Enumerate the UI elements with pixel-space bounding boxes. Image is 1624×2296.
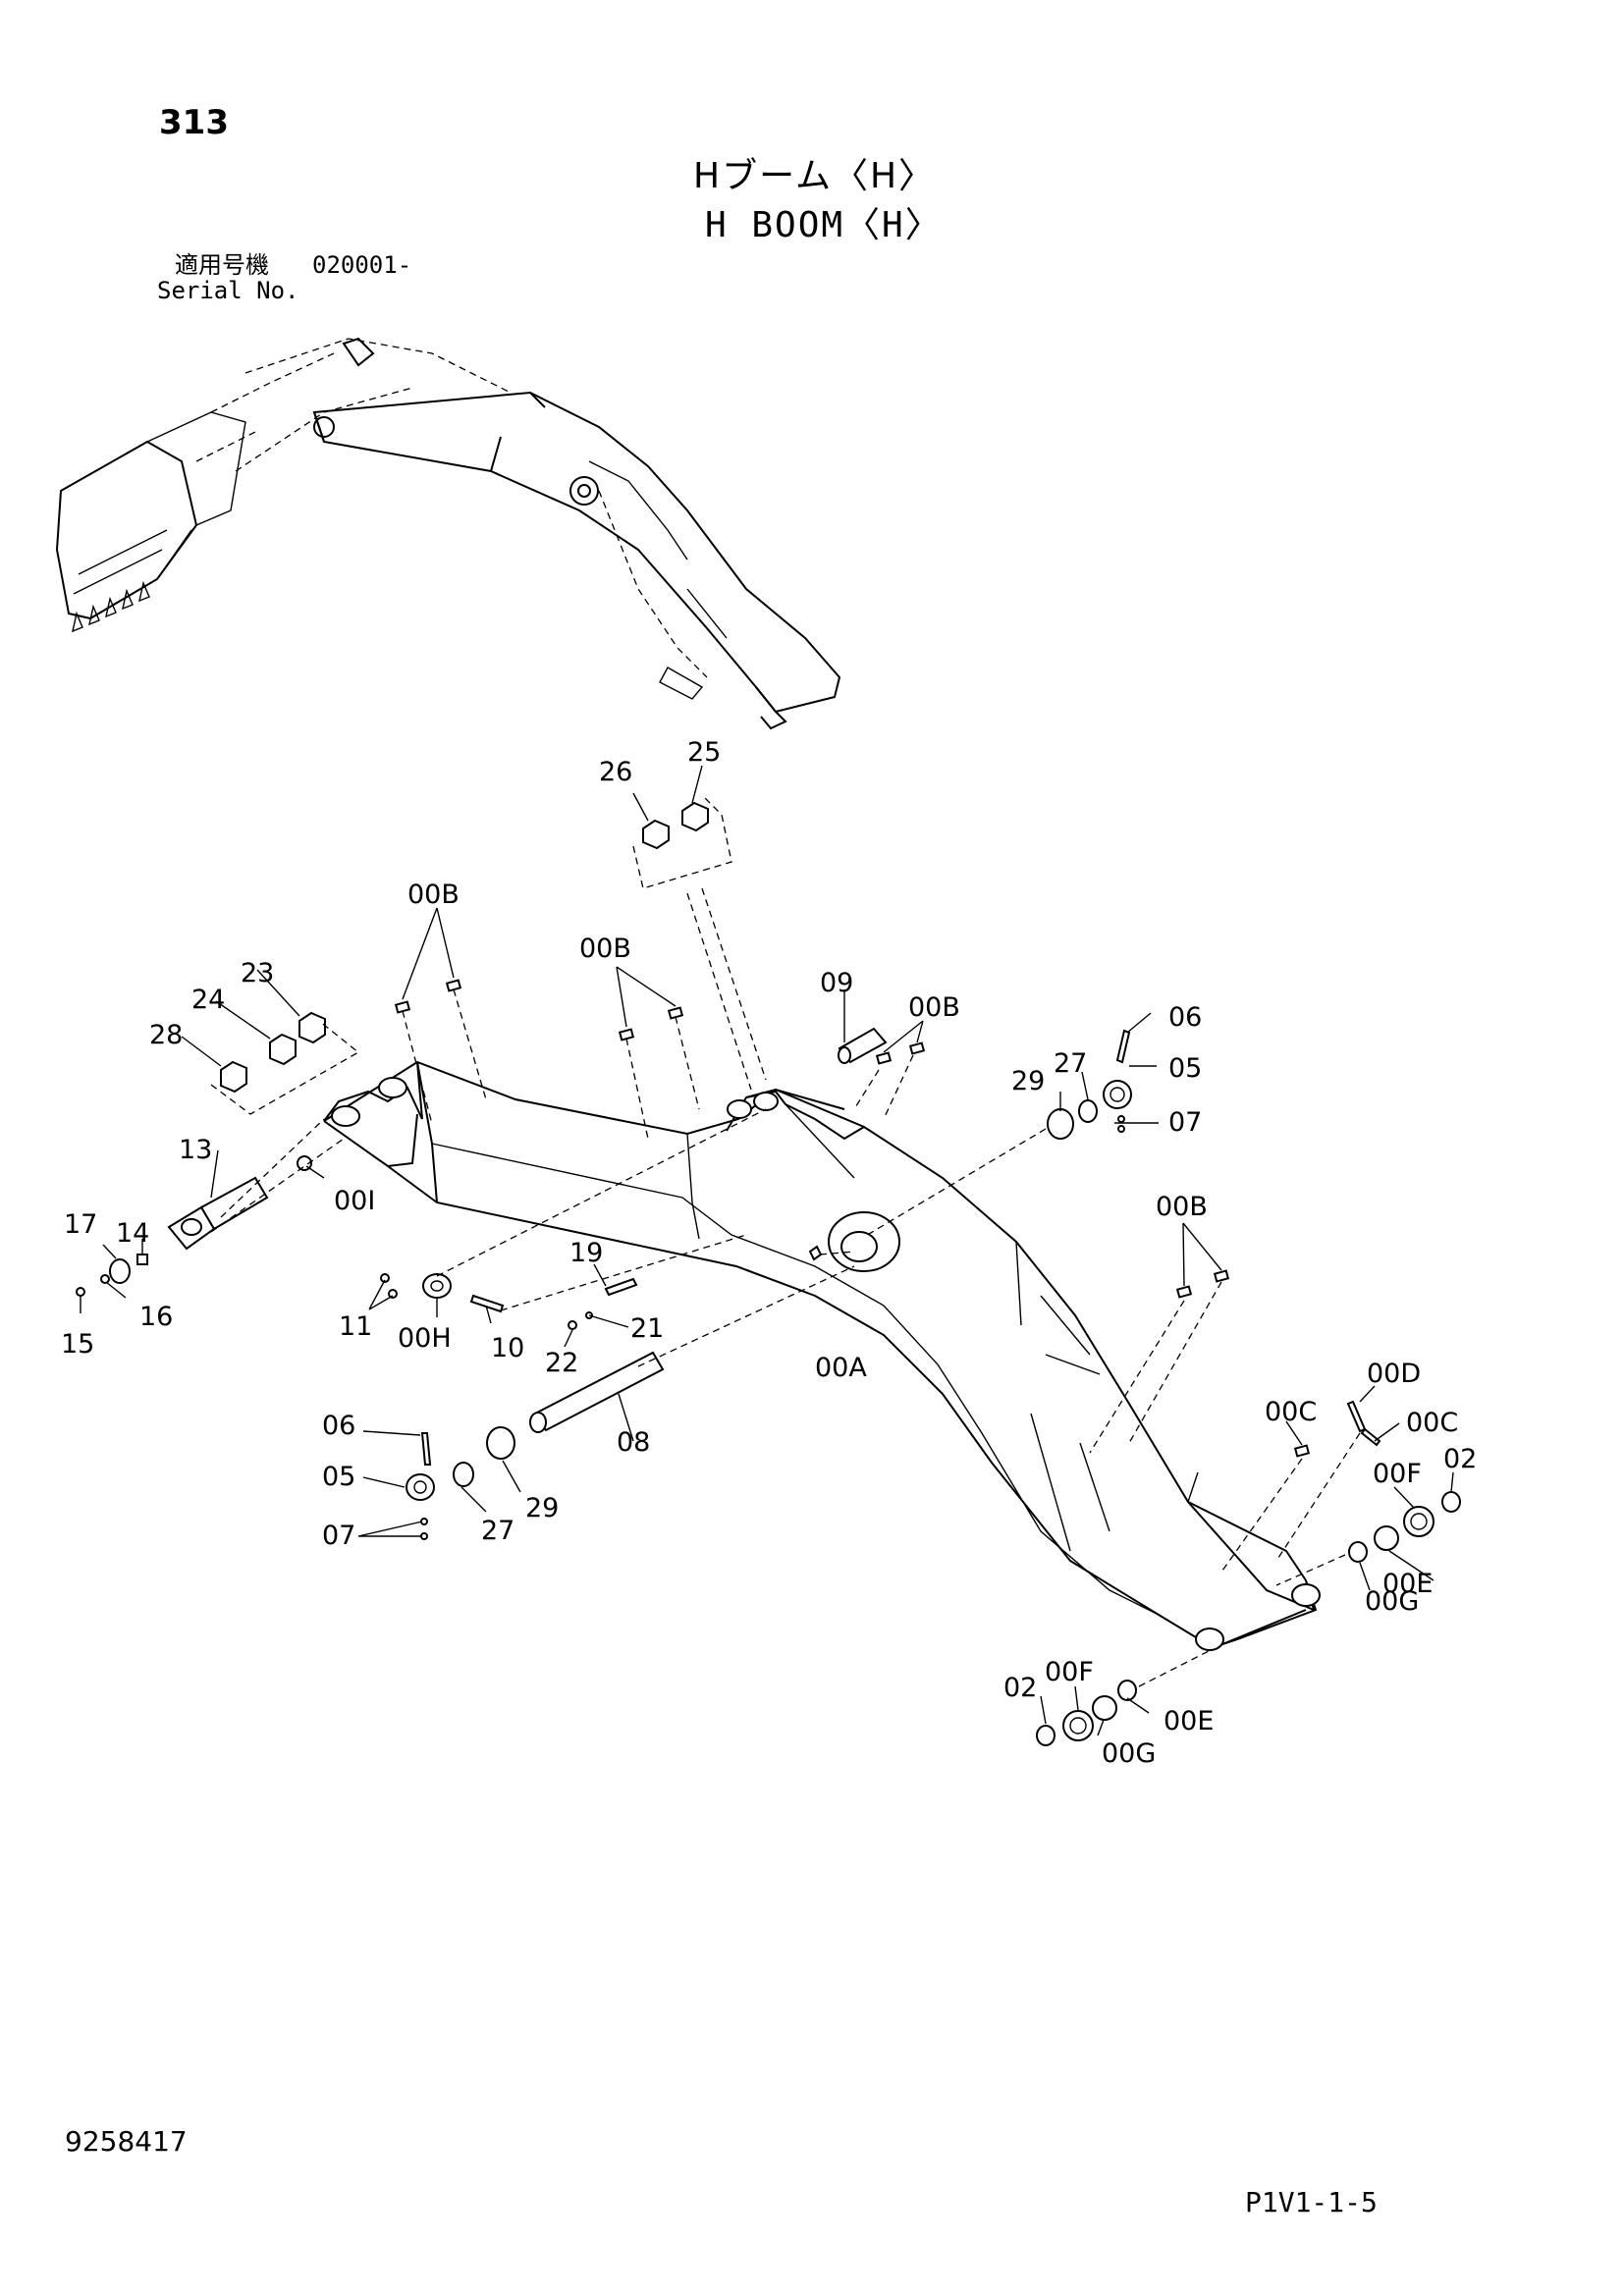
callout-19: 19 <box>569 1238 603 1268</box>
callout-29: 29 <box>1011 1066 1045 1096</box>
callout-09: 09 <box>820 968 853 998</box>
callout-00g: 00G <box>1102 1738 1156 1769</box>
document-number: 9258417 <box>65 2125 188 2158</box>
callout-00c: 00C <box>1265 1397 1317 1427</box>
callout-00f: 00F <box>1373 1459 1422 1489</box>
callout-29: 29 <box>525 1493 559 1523</box>
callout-00d: 00D <box>1367 1359 1421 1389</box>
callout-08: 08 <box>617 1427 650 1458</box>
alignment-lines <box>210 887 1361 1687</box>
callout-23: 23 <box>241 958 274 988</box>
callout-00b: 00B <box>1156 1192 1208 1222</box>
part-shapes <box>76 794 1461 1746</box>
callout-22: 22 <box>545 1348 578 1378</box>
callout-16: 16 <box>139 1302 173 1332</box>
callout-02: 02 <box>1443 1444 1477 1474</box>
callout-13: 13 <box>179 1135 212 1165</box>
callout-21: 21 <box>630 1313 664 1344</box>
callout-15: 15 <box>61 1329 94 1360</box>
callout-00a: 00A <box>815 1353 867 1383</box>
title-japanese: Hブーム〈H〉 <box>693 156 937 196</box>
callout-02: 02 <box>1003 1673 1037 1703</box>
callout-00h: 00H <box>398 1323 452 1354</box>
callout-06: 06 <box>322 1411 355 1441</box>
serial-label-english: Serial No. <box>157 277 299 304</box>
serial-label-japanese: 適用号機 <box>175 251 269 279</box>
callout-14: 14 <box>116 1218 149 1249</box>
sheet-code: P1V1-1-5 <box>1245 2186 1378 2218</box>
callout-05: 05 <box>1168 1053 1202 1084</box>
callout-25: 25 <box>687 737 721 768</box>
page-number: 313 <box>159 103 229 142</box>
callout-labels: 26 25 00B 00B 23 24 28 09 00B 06 29 27 05 07 13 14 17 00I… <box>61 737 1477 1769</box>
callout-00b: 00B <box>407 880 460 910</box>
callout-00f: 00F <box>1045 1657 1094 1687</box>
callout-26: 26 <box>599 757 632 787</box>
callout-00b: 00B <box>908 992 960 1023</box>
callout-27: 27 <box>481 1516 514 1546</box>
boom-structure <box>323 1060 1321 1651</box>
callout-07: 07 <box>322 1521 355 1551</box>
callout-05: 05 <box>322 1462 355 1492</box>
callout-00e: 00E <box>1382 1569 1433 1599</box>
callout-24: 24 <box>191 985 225 1015</box>
callout-27: 27 <box>1054 1048 1087 1079</box>
callout-17: 17 <box>64 1209 97 1240</box>
callout-00b: 00B <box>579 934 631 964</box>
callout-00c: 00C <box>1406 1408 1458 1438</box>
title-english: H BOOM〈H〉 <box>705 205 943 245</box>
callout-10: 10 <box>491 1333 524 1363</box>
callout-00i: 00I <box>334 1186 375 1216</box>
overview-illustration <box>55 337 841 730</box>
callout-00g: 00G <box>1365 1586 1419 1617</box>
leader-lines <box>80 765 1454 1736</box>
callout-28: 28 <box>149 1020 183 1050</box>
callout-07: 07 <box>1168 1107 1202 1138</box>
callout-06: 06 <box>1168 1002 1202 1033</box>
serial-range: 020001- <box>312 251 412 279</box>
callout-00e: 00E <box>1164 1706 1214 1736</box>
callout-11: 11 <box>339 1311 372 1342</box>
